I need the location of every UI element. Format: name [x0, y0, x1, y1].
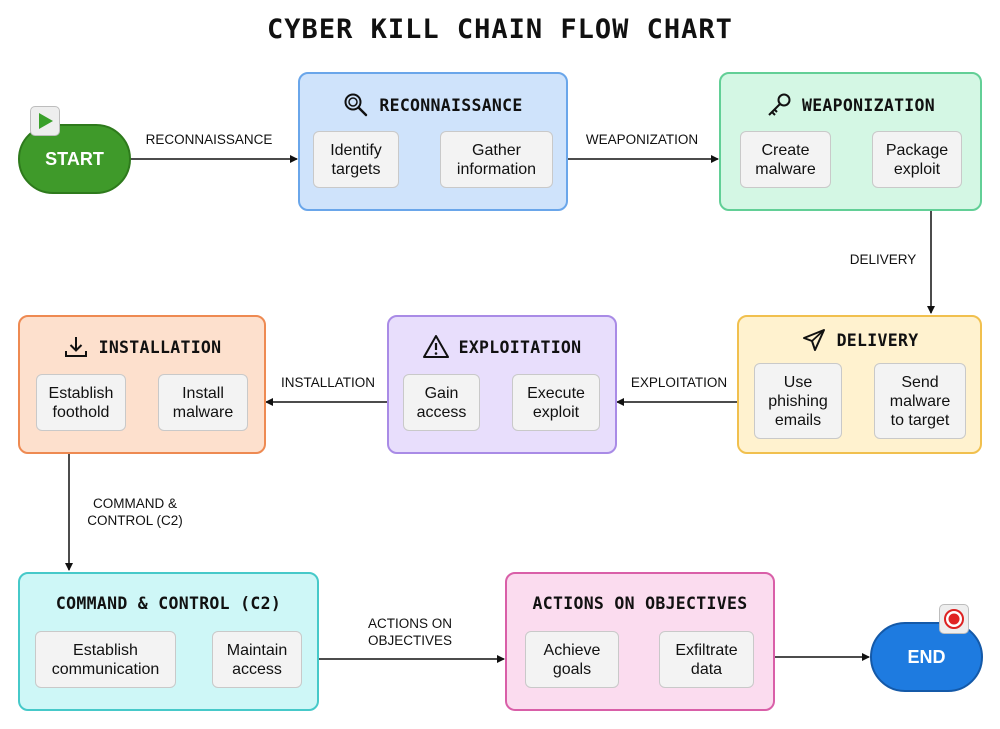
step-identify-targets: Identify targets [313, 131, 399, 188]
edge-label-command-control: COMMAND & CONTROL (C2) [87, 496, 183, 528]
stage-title: ACTIONS ON OBJECTIVES [532, 594, 748, 613]
edge-label-weaponization: WEAPONIZATION [585, 132, 699, 147]
stage-title: EXPLOITATION [458, 337, 582, 357]
stage-title: INSTALLATION [98, 337, 222, 357]
warning-icon [422, 335, 449, 358]
step-exfiltrate-data: Exfiltrate data [659, 631, 754, 688]
key-icon [768, 93, 791, 116]
play-icon [30, 106, 60, 136]
edge-label-exploitation: EXPLOITATION [630, 375, 728, 390]
start-label: START [45, 148, 104, 169]
step-install-malware: Install malware [158, 374, 248, 431]
edge-label-installation: INSTALLATION [280, 375, 376, 390]
stage-title: COMMAND & CONTROL (C2) [55, 594, 282, 613]
stage-title: DELIVERY [836, 330, 919, 350]
step-establish-foothold: Establish foothold [36, 374, 126, 431]
magnifier-icon [344, 93, 368, 117]
edge-label-actions-on-objectives: ACTIONS ON OBJECTIVES [367, 616, 453, 648]
end-label: END [907, 646, 946, 667]
page-title: CYBER KILL CHAIN FLOW CHART [267, 14, 733, 45]
step-phishing-emails: Use phishing emails [754, 363, 842, 439]
step-establish-communication: Establish communication [35, 631, 176, 688]
step-maintain-access: Maintain access [212, 631, 302, 688]
step-send-malware: Send malware to target [874, 363, 966, 439]
step-create-malware: Create malware [740, 131, 831, 188]
step-gather-information: Gather information [440, 131, 553, 188]
stage-title: RECONNAISSANCE [379, 95, 523, 115]
stop-icon [939, 604, 969, 634]
edge-label-reconnaissance: RECONNAISSANCE [145, 132, 273, 147]
edge-label-delivery: DELIVERY [849, 252, 917, 267]
step-gain-access: Gain access [403, 374, 480, 431]
step-package-exploit: Package exploit [872, 131, 962, 188]
download-icon [64, 337, 87, 357]
send-icon [802, 329, 825, 351]
stage-title: WEAPONIZATION [801, 95, 936, 115]
step-achieve-goals: Achieve goals [525, 631, 619, 688]
step-execute-exploit: Execute exploit [512, 374, 600, 431]
